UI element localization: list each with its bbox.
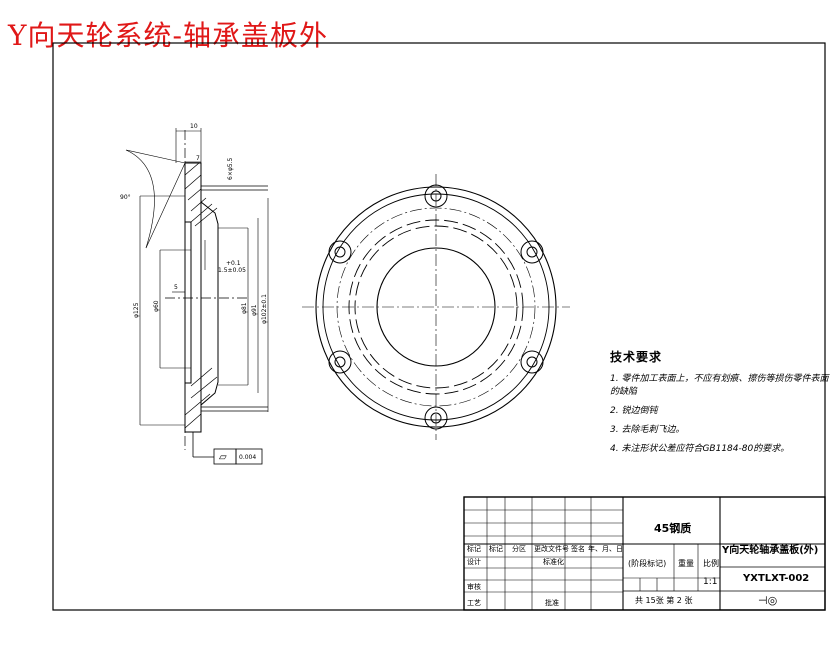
tech-note-item: 3. 去除毛刺飞边。: [610, 425, 685, 435]
outer-circle: [315, 186, 557, 428]
tb-scale-label: 比例: [703, 559, 719, 568]
dim-dia-91: φ91: [251, 304, 258, 316]
dim-angle: 90°: [120, 194, 131, 201]
dim-total-width: 10: [190, 123, 198, 130]
section-hatch: [184, 162, 218, 429]
tb-h-doc: 更改文件号: [534, 545, 569, 553]
front-center-lines: [302, 174, 570, 440]
tb-material: 45钢质: [654, 522, 692, 535]
tb-r-review: 审核: [467, 583, 481, 591]
tb-h-date: 年、月、日: [588, 545, 623, 553]
recess-step: [185, 221, 192, 384]
tb-sheets: 共 15张 第 2 张: [635, 596, 693, 605]
recess-circle-91: [348, 219, 524, 395]
front-view: [302, 174, 570, 440]
dim-outer-dia: φ125: [133, 302, 140, 318]
tb-r-standard: 标准化: [543, 558, 564, 566]
dim-depth-top: +0.1: [226, 260, 241, 267]
tb-h-zone: 分区: [512, 545, 526, 553]
dim-step: 7: [196, 155, 200, 162]
tech-notes: 技术要求 1. 零件加工表面上，不应有划痕、擦伤等损伤零件表面的缺陷 2. 锐边…: [610, 348, 830, 460]
chamfer-circle: [322, 193, 550, 421]
tb-r-design: 设计: [467, 558, 481, 566]
tech-note-item: 4. 未注形状公差应符合GB1184-80的要求。: [610, 444, 790, 454]
title-block: [463, 496, 826, 611]
center-lines: [165, 130, 250, 450]
dim-recess: 5: [174, 284, 178, 291]
dimension-lines: [125, 128, 269, 426]
drawing-frame: [52, 42, 826, 611]
dim-dia-81: φ81: [241, 302, 248, 314]
flatness-symbol: ⏥: [219, 452, 227, 463]
dim-dia-60: φ60: [153, 300, 160, 312]
tb-h-sign: 签名: [571, 545, 585, 553]
dim-bolt-dia: φ102±0.1: [261, 294, 268, 324]
tb-r-process: 工艺: [467, 599, 481, 607]
tb-stage-label: (阶段标记): [628, 559, 667, 568]
tb-r-approve: 批准: [545, 599, 559, 607]
tb-h-count: 标记: [489, 545, 503, 553]
tb-h-mark: 标记: [467, 545, 481, 553]
dim-depth: 1.5±0.05: [218, 267, 246, 274]
page-title: Y向天轮系统-轴承盖板外: [8, 19, 328, 52]
section-view: [125, 128, 269, 465]
tb-weight-label: 重量: [678, 559, 694, 568]
dim-holes: 6×φ5.5: [227, 157, 234, 180]
flatness-callout: [192, 432, 263, 465]
tech-note-item: 2. 锐边倒钝: [610, 406, 658, 416]
tb-scale: 1:1: [703, 577, 718, 587]
tech-note-item: 1. 零件加工表面上，不应有划痕、擦伤等损伤零件表面的缺陷: [610, 374, 829, 397]
bolt-holes: [328, 184, 544, 430]
flatness-value: 0.004: [239, 454, 256, 461]
bolt-hole-section: [201, 185, 268, 412]
tb-projection-symbol: ⊣◎: [758, 594, 778, 607]
tb-drawing-no: YXTLXT-002: [743, 573, 810, 584]
tb-part-name: Y向天轮轴承盖板(外): [722, 545, 819, 556]
tech-notes-heading: 技术要求: [610, 350, 663, 364]
